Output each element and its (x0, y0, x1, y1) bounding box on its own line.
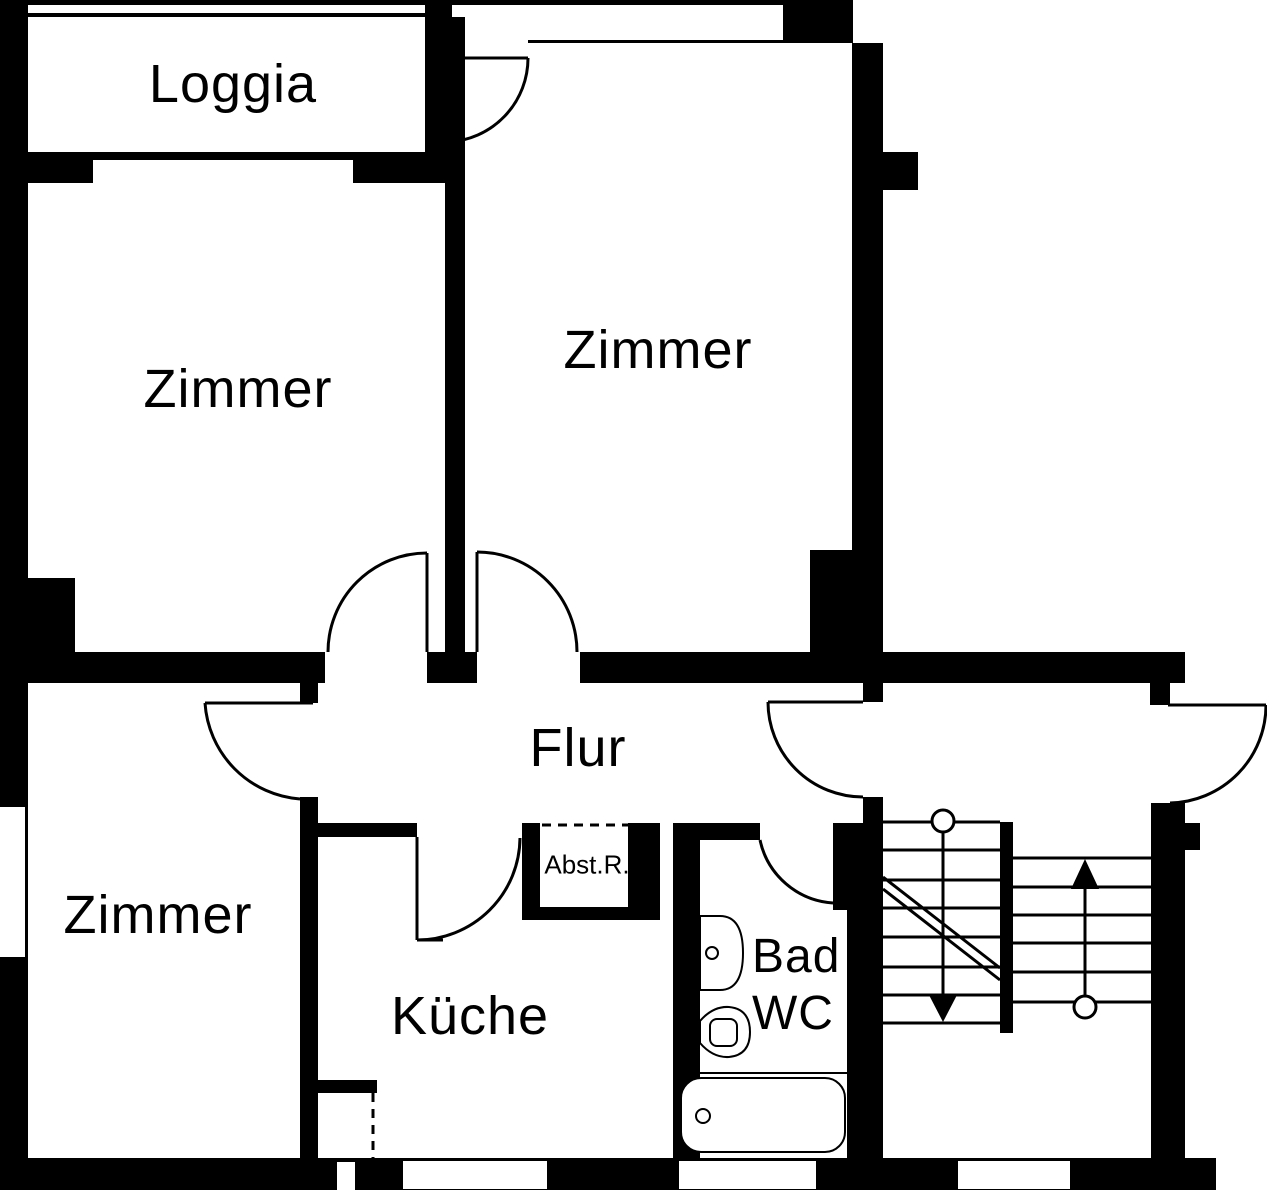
window-stairwell (958, 1161, 1070, 1189)
room-label-zimmer-top-left: Zimmer (143, 359, 333, 419)
window-kueche (403, 1161, 547, 1189)
bath-fixtures (679, 915, 847, 1153)
window-top-frame (452, 0, 853, 5)
window-bad (679, 1161, 816, 1189)
door-zimmer-top-left (326, 551, 429, 653)
door-balcony (430, 56, 530, 144)
room-label-bad: Bad (752, 930, 841, 983)
door-neighbour (1168, 703, 1267, 805)
washbasin-icon (699, 915, 745, 991)
window-loggia-frame (28, 152, 448, 160)
stairs-down-arrow-icon (929, 995, 957, 1022)
door-zimmer-top-right (475, 550, 579, 653)
door-kueche (415, 837, 522, 942)
room-label-bad-wc: Bad WC (752, 928, 840, 1042)
staircase (881, 808, 1151, 1025)
room-label-zimmer-bottom-left: Zimmer (63, 885, 253, 945)
door-entrance (766, 700, 864, 799)
toilet-icon (699, 1005, 752, 1059)
walls (0, 0, 1216, 1190)
bathtub-icon (679, 1072, 847, 1153)
room-label-abstellraum: Abst.R. (544, 849, 630, 880)
room-label-wc: WC (752, 987, 834, 1040)
doors (203, 56, 1267, 1158)
room-label-zimmer-top-right: Zimmer (563, 320, 753, 380)
door-zimmer-bottom-left (203, 701, 313, 801)
window-left-zimmer (25, 807, 28, 957)
stair-flight-up (1013, 856, 1151, 1020)
stair-flight-down (881, 808, 1001, 1025)
room-label-kueche: Küche (390, 986, 550, 1046)
window-slot (337, 1162, 355, 1193)
windows-bottom (337, 1161, 1070, 1193)
room-label-flur: Flur (529, 718, 627, 778)
loggia-railing (10, 0, 425, 5)
stairs-up-arrow-icon (1071, 859, 1099, 889)
door-bad (758, 839, 834, 905)
room-label-loggia: Loggia (148, 54, 318, 114)
